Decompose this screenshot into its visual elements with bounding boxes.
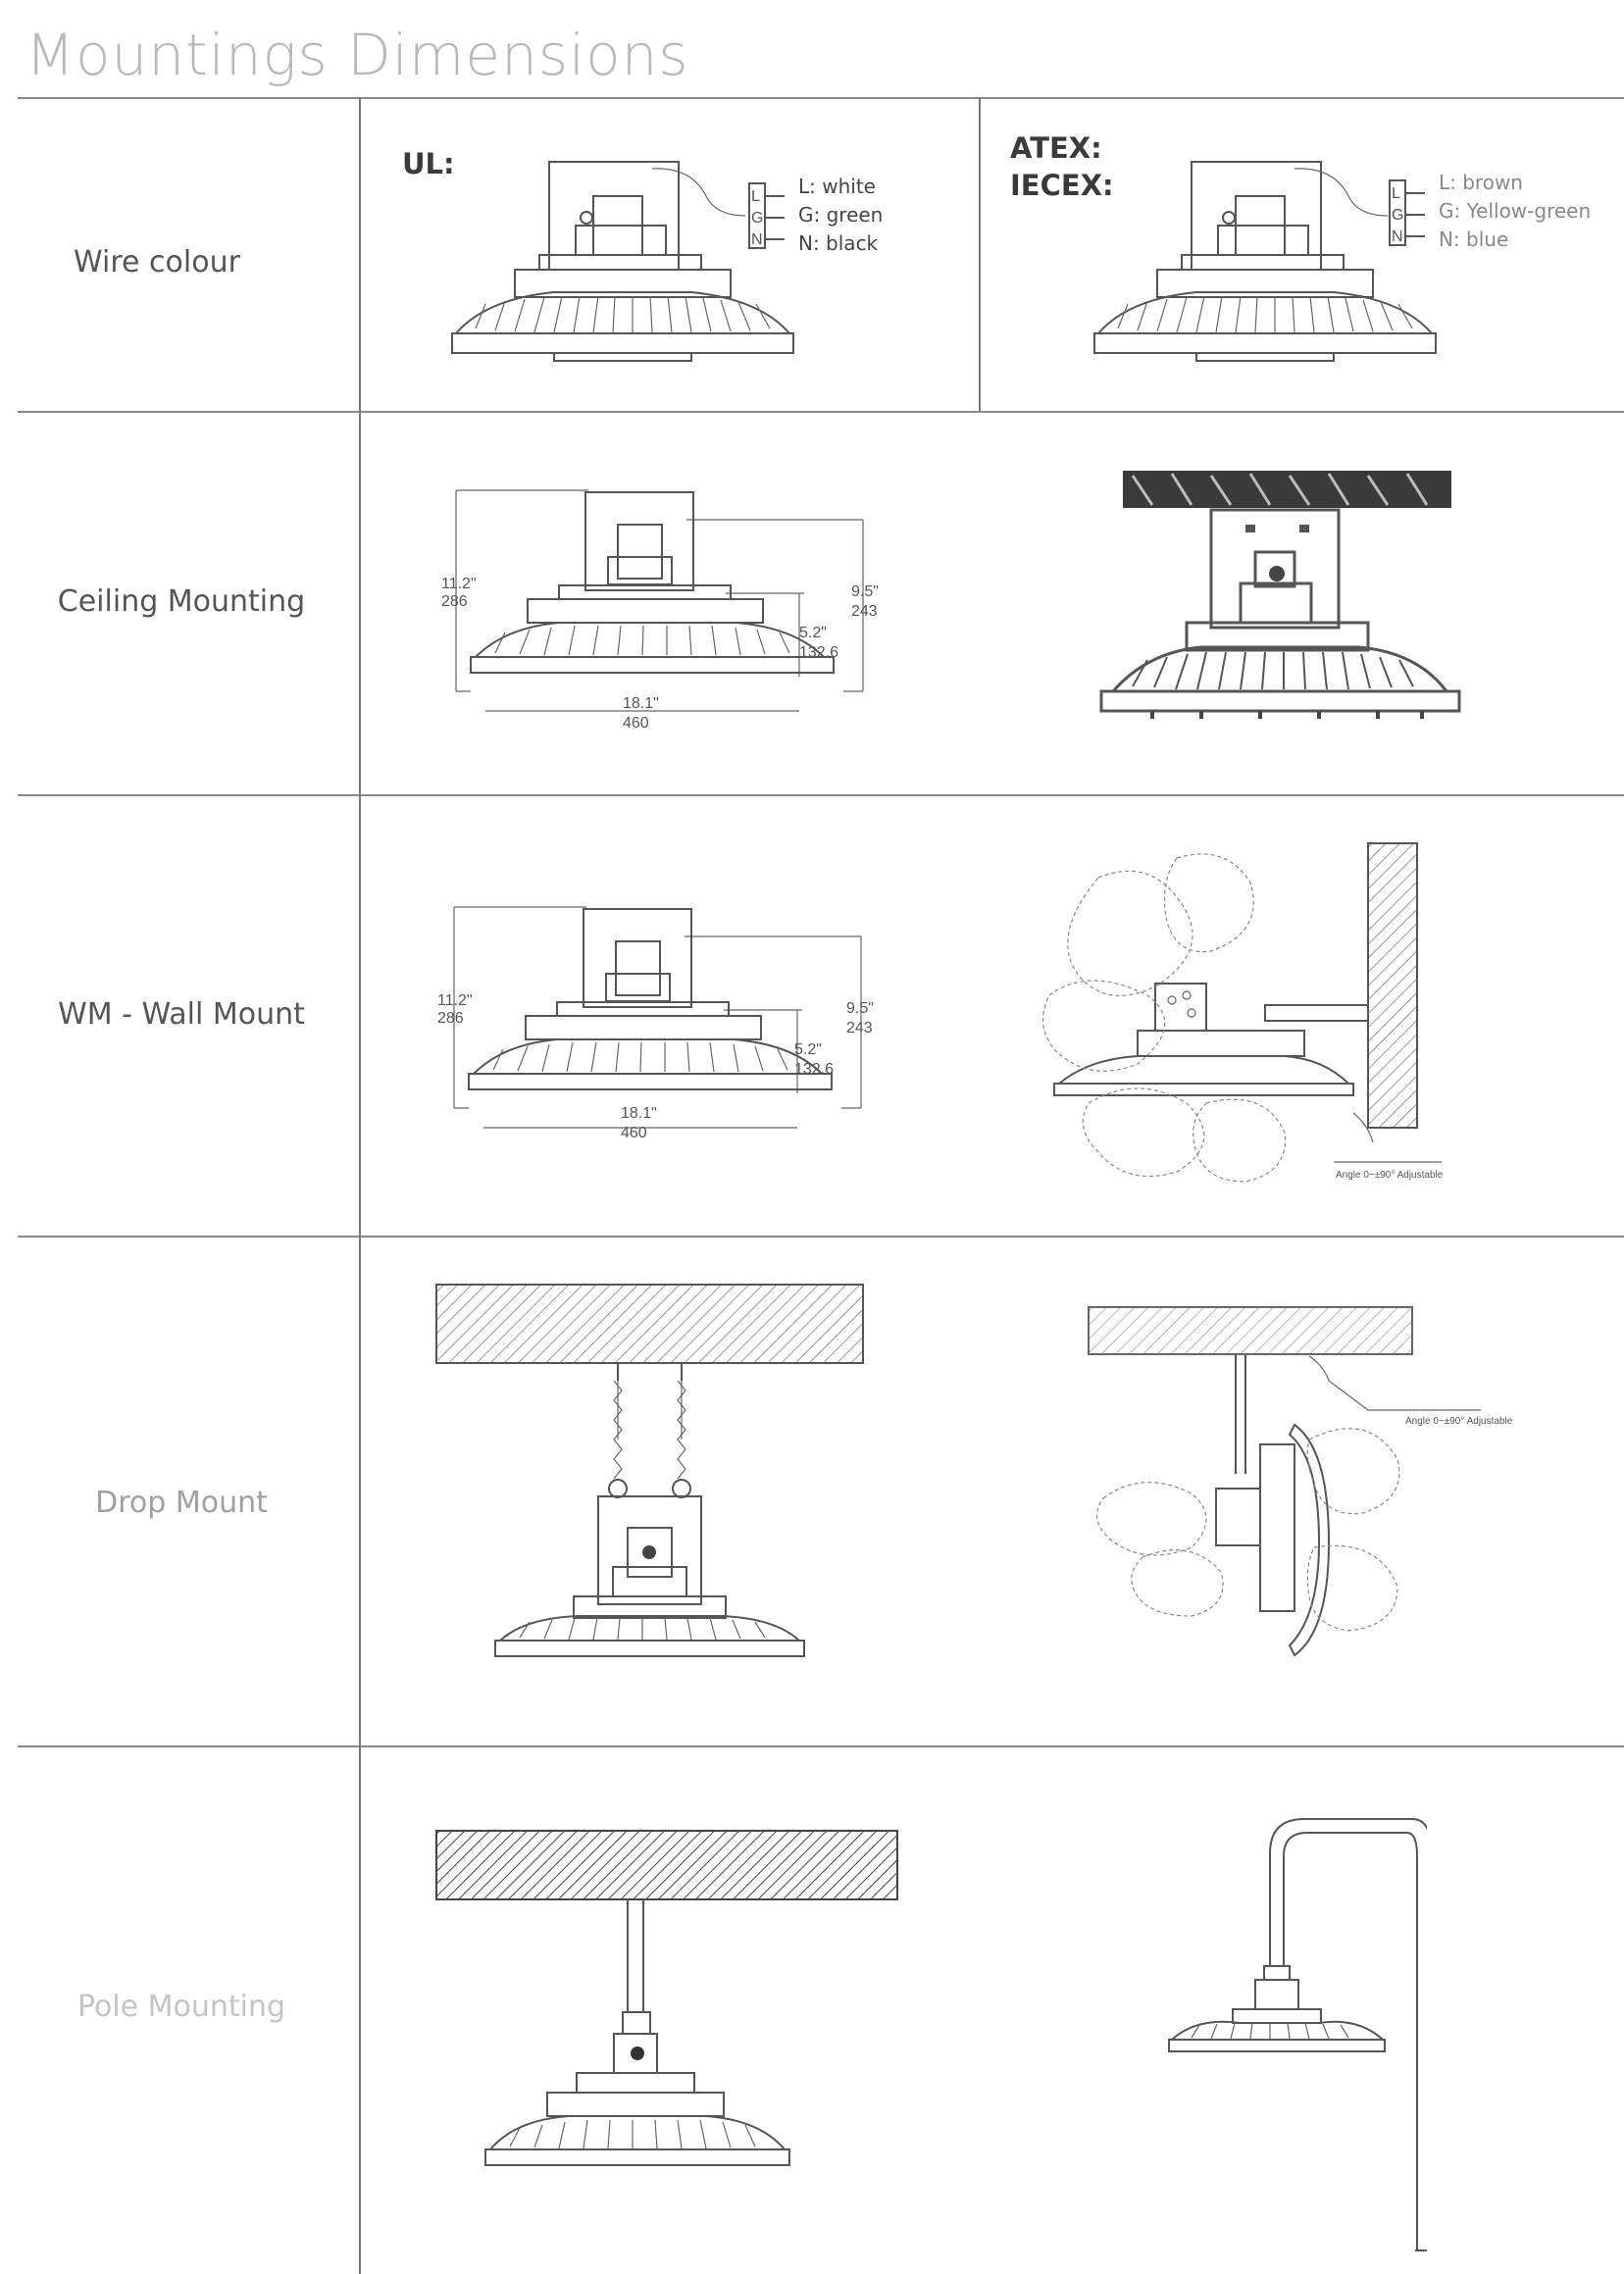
atex-heading-line2: IECEX: — [1010, 169, 1114, 202]
row-label-wall-mount: WM - Wall Mount — [58, 997, 305, 1032]
dim-body-in: 9.5" — [851, 583, 879, 600]
ul-heading: UL: — [402, 147, 455, 180]
dim-total-mm: 286 — [441, 593, 468, 610]
dim-diameter-mm: 460 — [623, 715, 649, 732]
atex-heading-line1: ATEX: — [1010, 131, 1102, 165]
drop-angle-drawing: Angle 0~±90° Adjustable — [1084, 1302, 1535, 1675]
drop-angle-note: Angle 0~±90° Adjustable — [1405, 1416, 1513, 1427]
atex-wire-list: L: brown G: Yellow-green N: blue — [1439, 169, 1591, 254]
ceiling-dimension-drawing: 11.2" 286 9.5" 243 5.2" 132.6 18.1" 460 — [431, 480, 892, 735]
ceiling-install-drawing — [1093, 466, 1466, 731]
atex-wire-l: L: brown — [1439, 171, 1523, 194]
atex-fixture-drawing — [1089, 157, 1442, 368]
divider-label-column — [359, 97, 361, 2274]
wall-dim-housing-in: 5.2" — [794, 1041, 822, 1058]
ul-wire-g: G: green — [798, 203, 884, 227]
dim-body-mm: 243 — [851, 603, 878, 620]
pole-mount-drawing — [431, 1826, 912, 2189]
ul-terminal-n: N — [751, 231, 763, 248]
pole-hook-drawing — [1162, 1809, 1427, 2260]
divider-top — [18, 97, 1624, 99]
wall-dim-diameter-mm: 460 — [621, 1125, 647, 1141]
divider-row-2 — [18, 794, 1624, 796]
dim-total-in: 11.2" — [441, 576, 477, 592]
wall-angle-note: Angle 0~±90° Adjustable — [1336, 1170, 1444, 1181]
wall-dim-body-in: 9.5" — [846, 1000, 874, 1017]
atex-wire-n: N: blue — [1439, 227, 1509, 251]
wall-install-drawing: Angle 0~±90° Adjustable — [1030, 838, 1481, 1191]
ul-wire-n: N: black — [798, 231, 879, 255]
atex-terminal-l: L — [1392, 185, 1400, 202]
wall-dim-total-mm: 286 — [437, 1010, 464, 1027]
ul-wire-l: L: white — [798, 175, 876, 198]
atex-heading: ATEX: IECEX: — [1010, 129, 1114, 204]
wall-dim-total-in: 11.2" — [437, 992, 473, 1009]
divider-row-1 — [18, 411, 1624, 413]
wall-dim-body-mm: 243 — [846, 1020, 873, 1036]
wall-dim-housing-mm: 132.6 — [794, 1061, 834, 1078]
ul-terminal-l: L — [751, 188, 760, 205]
row-label-ceiling-mounting: Ceiling Mounting — [57, 584, 306, 619]
ul-wire-list: L: white G: green N: black — [798, 173, 883, 258]
ul-terminal-g: G — [751, 210, 763, 227]
dim-diameter-in: 18.1" — [623, 695, 659, 712]
ul-terminal-block: L G N — [747, 181, 787, 252]
row-label-drop-mount: Drop Mount — [95, 1486, 268, 1520]
row-label-pole-mounting: Pole Mounting — [76, 1990, 286, 2024]
wall-dim-diameter-in: 18.1" — [621, 1105, 657, 1122]
row-label-wire-colour: Wire colour — [74, 245, 240, 279]
drop-mount-drawing — [431, 1283, 873, 1675]
ul-fixture-drawing — [446, 157, 799, 368]
page-title: Mountings Dimensions — [25, 22, 689, 88]
wall-dimension-drawing: 11.2" 286 9.5" 243 5.2" 132.6 18.1" 460 — [430, 897, 890, 1152]
atex-terminal-block: L G N — [1388, 178, 1427, 249]
divider-row-3 — [18, 1236, 1624, 1238]
dim-housing-in: 5.2" — [799, 625, 827, 641]
divider-wire-column — [979, 97, 981, 411]
atex-terminal-g: G — [1392, 207, 1403, 224]
atex-wire-g: G: Yellow-green — [1439, 199, 1592, 223]
atex-terminal-n: N — [1392, 228, 1403, 245]
divider-row-4 — [18, 1745, 1624, 1747]
